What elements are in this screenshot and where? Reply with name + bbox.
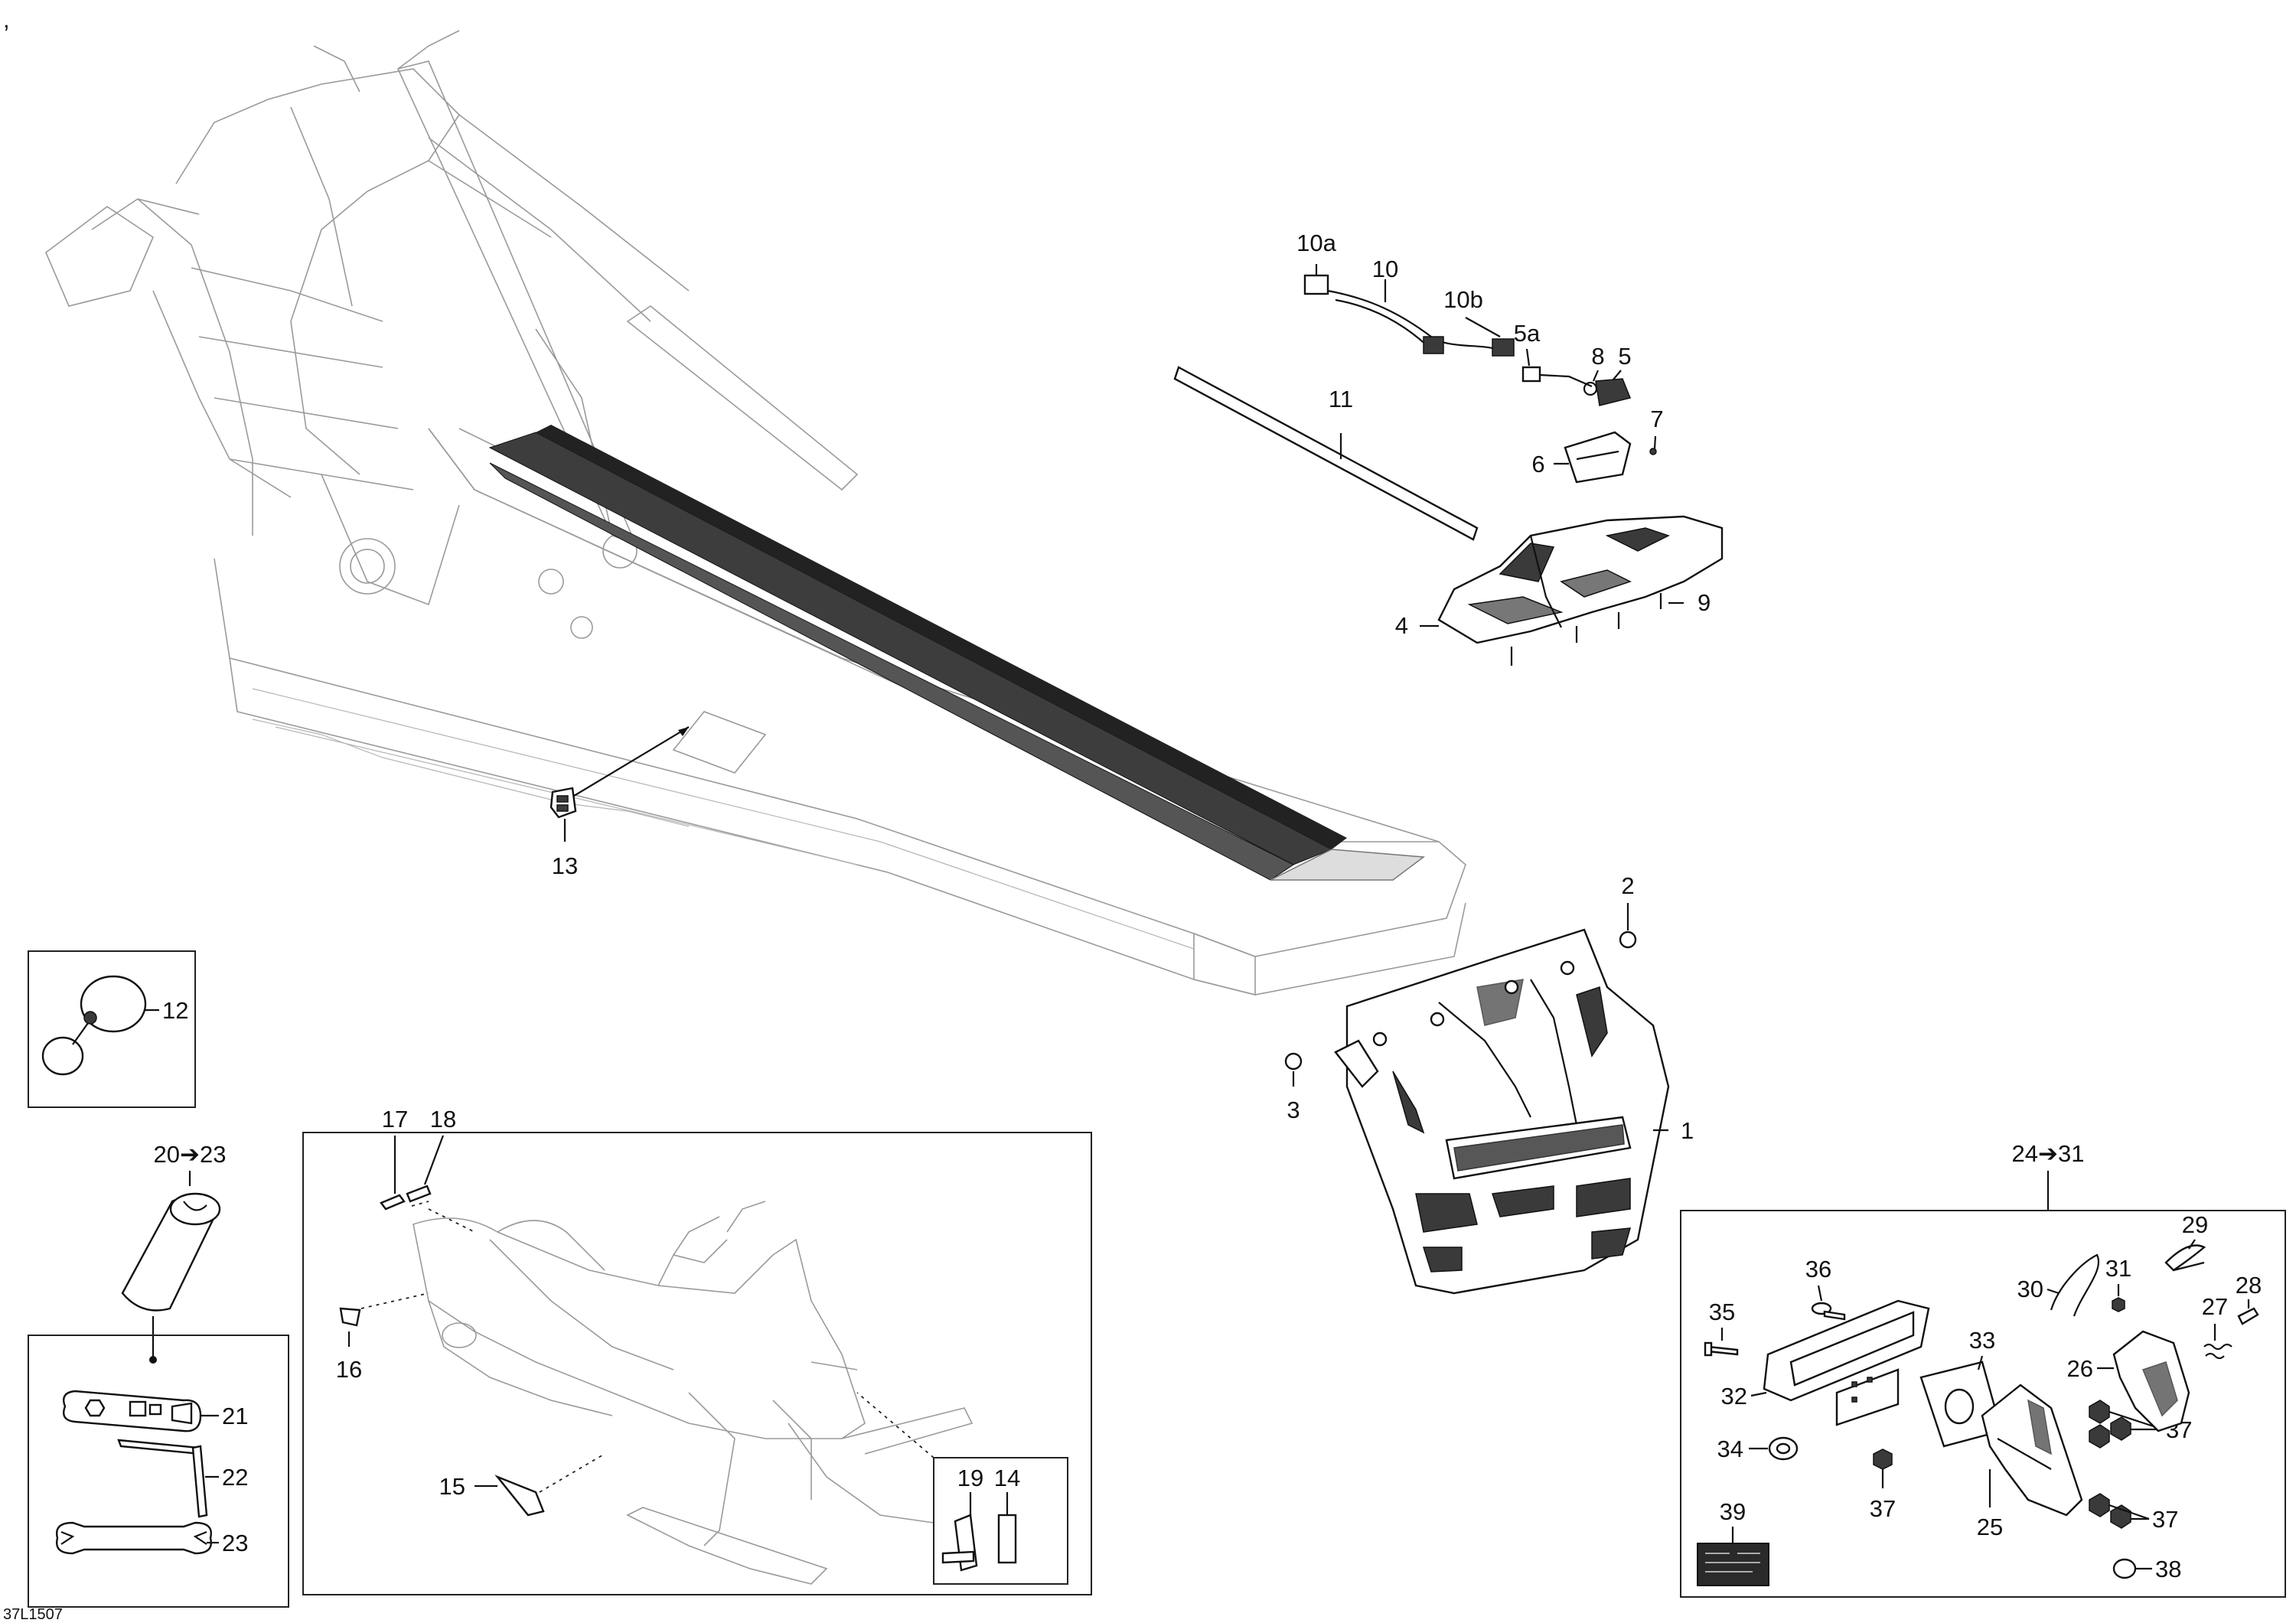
snowmobile-decal-box: [302, 1132, 1092, 1595]
callout-20-23: 20➔23: [154, 1141, 227, 1168]
callout-24-31: 24➔31: [2012, 1140, 2085, 1167]
callout-35: 35: [1709, 1299, 1735, 1325]
part-21-wrench: [62, 1390, 219, 1432]
callout-25: 25: [1977, 1514, 2003, 1540]
callout-38: 38: [2155, 1556, 2181, 1582]
callout-37-c: 37: [2152, 1506, 2178, 1533]
callout-22: 22: [222, 1464, 248, 1491]
callout-14: 14: [994, 1465, 1020, 1491]
callout-1: 1: [1681, 1117, 1694, 1144]
callout-10: 10: [1372, 256, 1398, 282]
callout-7: 7: [1650, 406, 1663, 432]
part-27-spring: [2203, 1324, 2232, 1360]
callout-2: 2: [1621, 872, 1634, 899]
part-12-box: [28, 950, 196, 1108]
part-31-nut: [2112, 1284, 2125, 1312]
tunnel-grip-strips: [488, 425, 1426, 881]
part-37-nuts: [1873, 1400, 2164, 1529]
callout-10a: 10a: [1296, 230, 1336, 256]
part-6-bracket: [1554, 431, 1657, 484]
diagram-code: 37L1507: [3, 1606, 63, 1623]
part-20-tool-pouch: [121, 1192, 221, 1364]
callout-31: 31: [2105, 1255, 2131, 1282]
callout-29: 29: [2182, 1211, 2208, 1238]
callout-12: 12: [162, 997, 188, 1024]
chassis-frame: [45, 30, 1466, 996]
part-11-strip: [1173, 366, 1479, 541]
part-28-pin: [2237, 1299, 2259, 1325]
callout-16: 16: [336, 1356, 362, 1383]
tool-kit-box: [28, 1335, 289, 1608]
callout-18: 18: [430, 1106, 456, 1133]
callout-8: 8: [1591, 343, 1604, 370]
leader-18: [423, 1135, 445, 1185]
part-15-decal: [475, 1453, 605, 1517]
callout-5: 5: [1618, 343, 1631, 370]
callout-15: 15: [439, 1473, 465, 1500]
part-25-hitch-mount: [1981, 1383, 2083, 1517]
callout-11: 11: [1329, 386, 1353, 412]
callout-9: 9: [1698, 589, 1711, 616]
part-36-bolt: [1811, 1285, 1846, 1321]
callout-19: 19: [957, 1465, 983, 1491]
callout-39: 39: [1720, 1498, 1746, 1525]
callout-37-a: 37: [1870, 1495, 1896, 1522]
callout-23: 23: [222, 1530, 248, 1556]
hitch-kit-box: [1680, 1210, 2286, 1598]
part-10-harness: [1303, 264, 1515, 357]
part-12-mirror: [41, 975, 159, 1076]
callout-4: 4: [1395, 612, 1408, 639]
callout-3: 3: [1287, 1097, 1300, 1123]
callout-13: 13: [552, 852, 578, 879]
callout-21: 21: [222, 1403, 248, 1429]
part-39-label: [1697, 1527, 1769, 1586]
callout-28: 28: [2236, 1272, 2262, 1299]
corner-mark: ,: [3, 6, 10, 33]
part-14-label: [997, 1492, 1017, 1564]
part-26-latch: [2097, 1330, 2190, 1432]
part-23-wrench: [56, 1521, 219, 1555]
part-16-decal: [339, 1292, 429, 1347]
part-33-plate: [1919, 1355, 2003, 1448]
part-2-nut: [1619, 903, 1637, 949]
part-34-washer: [1749, 1436, 1799, 1461]
callout-32: 32: [1721, 1383, 1747, 1410]
part-29-pin: [2164, 1239, 2206, 1272]
part-22-allen-key: [117, 1439, 219, 1518]
part-5-light: [1521, 348, 1632, 406]
part-32-hitch-bar: [1750, 1299, 1930, 1426]
snowmobile-outline: [413, 1201, 974, 1585]
part-35-bolt: [1704, 1328, 1739, 1357]
part-38-cap: [2112, 1558, 2152, 1579]
part-1-snowflap: [1334, 928, 1670, 1295]
callout-5a: 5a: [1514, 320, 1541, 347]
callout-34: 34: [1717, 1436, 1743, 1462]
callout-36: 36: [1805, 1256, 1831, 1282]
leader-dots-14-19: [856, 1392, 934, 1458]
part-4-bumper: [1420, 515, 1724, 666]
callout-6: 6: [1531, 451, 1544, 477]
callout-30: 30: [2017, 1276, 2043, 1302]
part-30-cable: [2047, 1253, 2099, 1317]
part-13-clip: [550, 726, 690, 842]
callout-10b: 10b: [1443, 286, 1483, 313]
callout-26: 26: [2067, 1355, 2093, 1382]
callout-17: 17: [382, 1106, 408, 1133]
part-14-19-box: [933, 1457, 1068, 1585]
part-19-label: [941, 1492, 978, 1572]
part-17-18-decals: [380, 1185, 475, 1233]
callout-33: 33: [1969, 1327, 1995, 1354]
callout-27: 27: [2202, 1293, 2228, 1320]
part-3-nut: [1284, 1052, 1303, 1087]
